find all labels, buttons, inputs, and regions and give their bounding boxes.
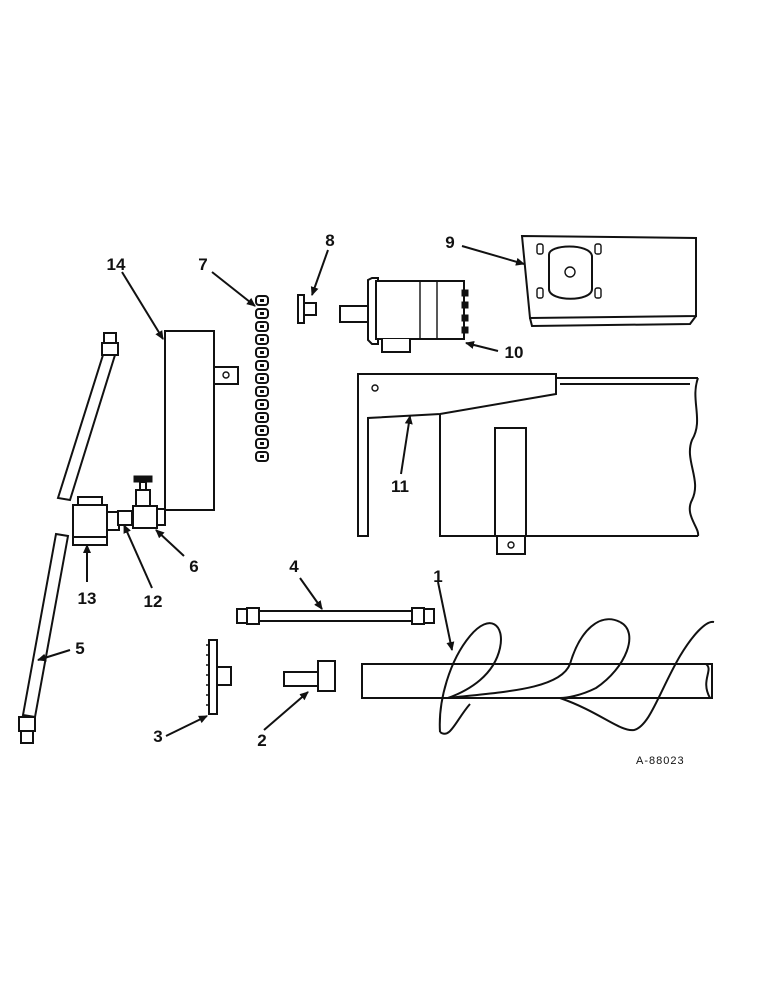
chain-pin — [260, 351, 264, 354]
callout-13: 13 — [78, 589, 97, 608]
reference-code: A-88023 — [636, 755, 685, 767]
chain-pin — [260, 338, 264, 341]
chain-pin — [260, 377, 264, 380]
large-sprocket-part — [206, 639, 232, 715]
callout-3: 3 — [153, 727, 162, 746]
callout-labels: 1 2 3 4 5 6 7 8 9 10 11 12 13 14 A-88023 — [75, 231, 685, 767]
leader-lines — [37, 245, 525, 737]
small-sprocket-part — [297, 294, 317, 324]
auger-housing-part — [357, 373, 700, 555]
hydraulic-hose-part — [18, 332, 119, 744]
chain-pin — [260, 416, 264, 419]
callout-7: 7 — [198, 255, 207, 274]
callout-14: 14 — [107, 255, 126, 274]
callout-11: 11 — [391, 477, 409, 496]
chain-pin — [260, 442, 264, 445]
chain-pin — [260, 325, 264, 328]
chain-pin — [260, 455, 264, 458]
chain-pin — [260, 364, 264, 367]
hydraulic-motor-part — [339, 277, 469, 353]
callout-2: 2 — [257, 731, 266, 750]
callout-10: 10 — [505, 343, 524, 362]
mounting-plate-part — [520, 234, 697, 328]
auger-flighting-part — [361, 618, 715, 735]
valve-part — [132, 475, 166, 529]
callout-5: 5 — [75, 639, 84, 658]
callout-4: 4 — [289, 557, 299, 576]
pipe-nipple-part — [117, 510, 133, 526]
roller-chain-part — [255, 295, 269, 462]
drive-shaft-part — [236, 607, 435, 625]
coupler-part — [283, 660, 336, 692]
chain-pin — [260, 299, 264, 302]
callout-8: 8 — [325, 231, 334, 250]
callout-12: 12 — [144, 592, 163, 611]
chain-pin — [260, 312, 264, 315]
callout-6: 6 — [189, 557, 198, 576]
pipe-tee-part — [72, 496, 120, 546]
callout-9: 9 — [445, 233, 454, 252]
chain-pin — [260, 429, 264, 432]
chain-shield-part — [164, 330, 239, 511]
chain-pin — [260, 390, 264, 393]
chain-pin — [260, 403, 264, 406]
callout-1: 1 — [433, 567, 442, 586]
